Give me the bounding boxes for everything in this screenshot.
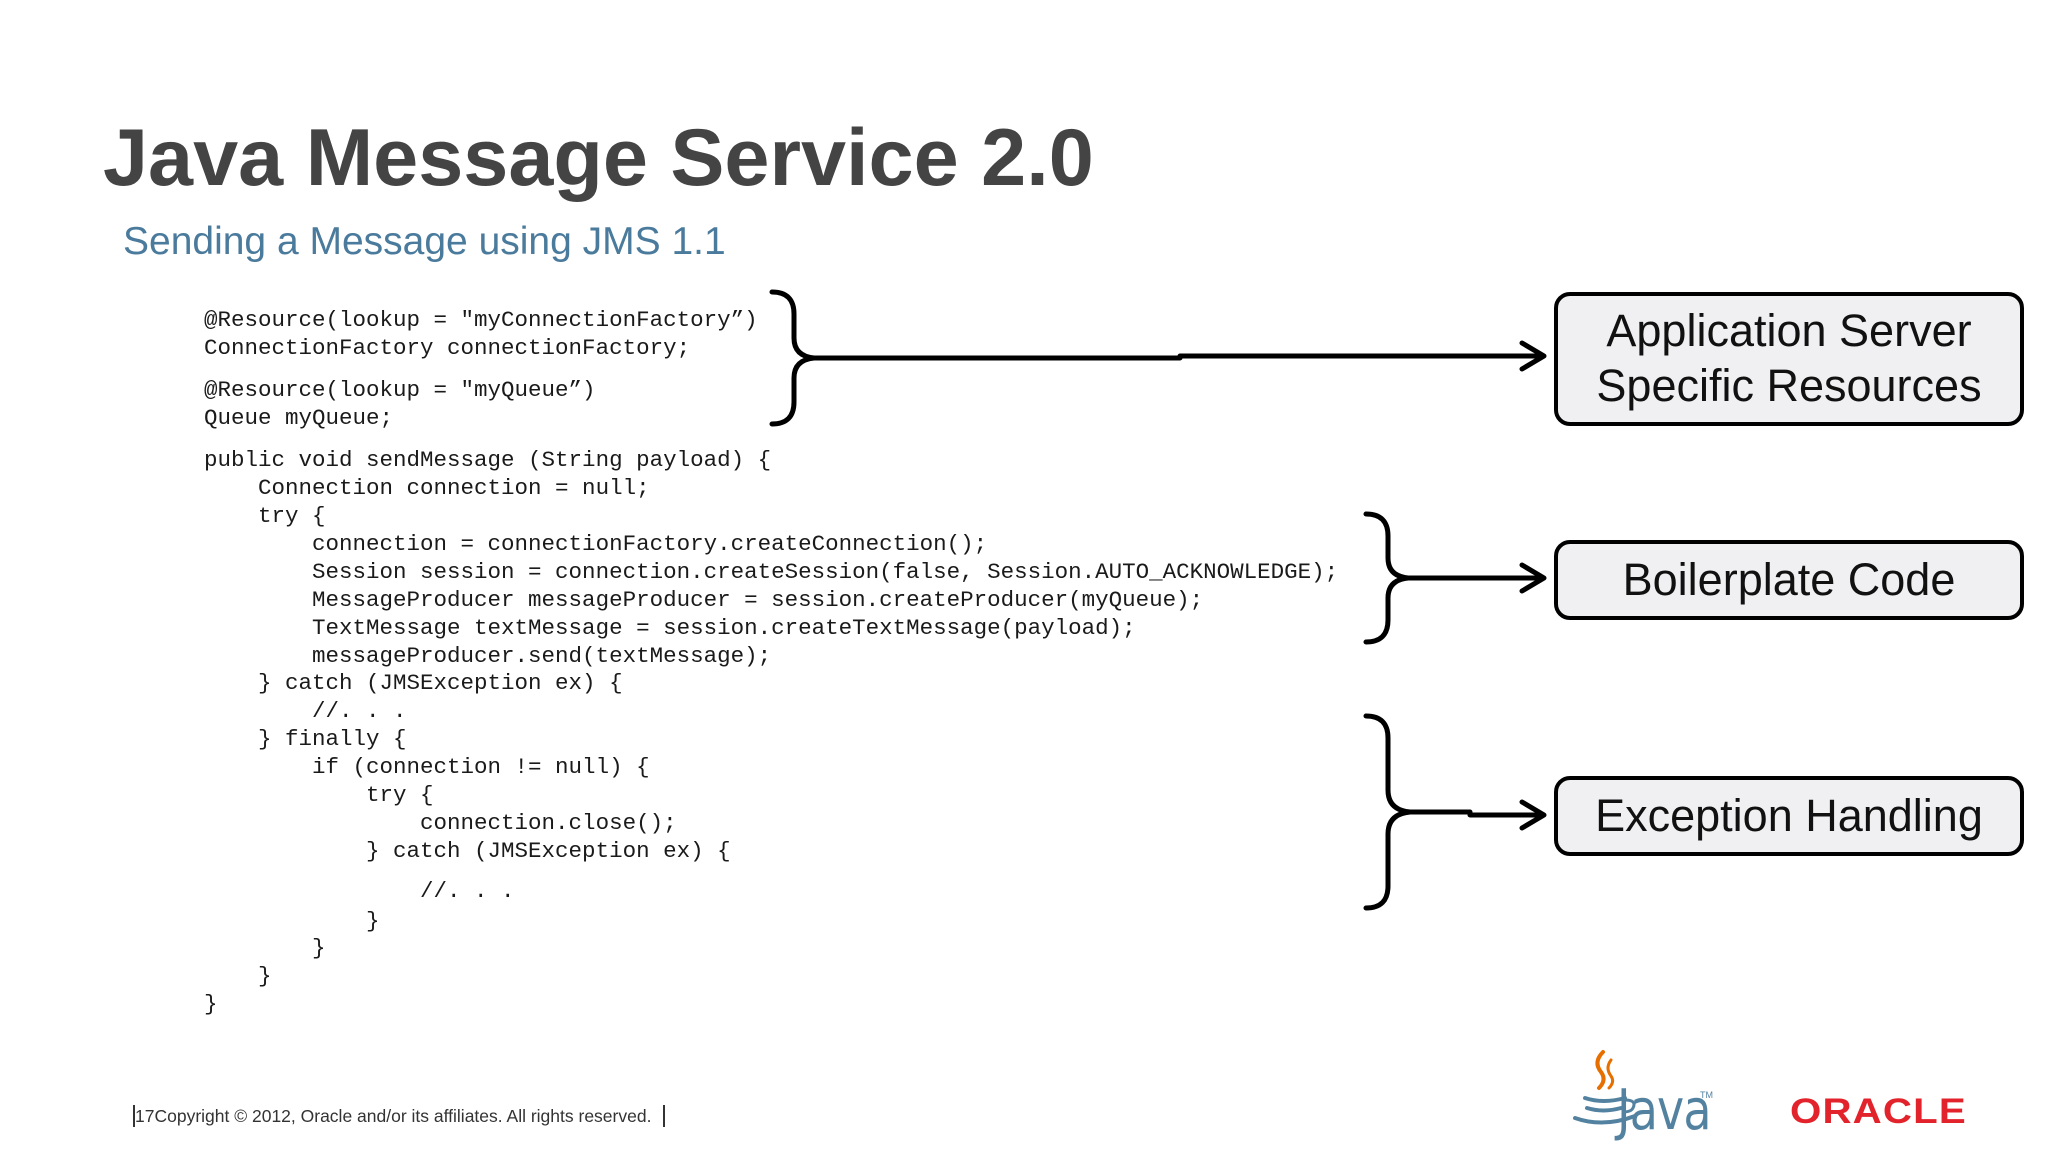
code-line: } finally { (204, 726, 407, 752)
code-line: try { (204, 503, 326, 529)
code-line: //. . . (204, 698, 407, 724)
callout-exception-handling: Exception Handling (1554, 776, 2024, 856)
curly-brace (1363, 713, 1413, 911)
code-line: Session session = connection.createSessi… (204, 559, 1339, 585)
arrow-head (1519, 799, 1547, 831)
footer-divider (133, 1105, 135, 1127)
code-line: messageProducer.send(textMessage); (204, 643, 772, 669)
code-line: try { (204, 782, 434, 808)
callout-boilerplate: Boilerplate Code (1554, 540, 2024, 620)
java-cup-icon (1573, 1050, 1637, 1125)
code-line: ConnectionFactory connectionFactory; (204, 335, 691, 361)
page-number: 17 (135, 1105, 155, 1126)
code-line: if (connection != null) { (204, 754, 650, 780)
copyright-text: Copyright © 2012, Oracle and/or its affi… (154, 1105, 652, 1126)
code-line: } (204, 908, 380, 934)
code-line: connection.close(); (204, 810, 677, 836)
code-line: } (204, 935, 326, 961)
curly-brace (1363, 511, 1411, 645)
code-line: } (204, 963, 272, 989)
code-line: TextMessage textMessage = session.create… (204, 615, 1136, 641)
footer: 17 Copyright © 2012, Oracle and/or its a… (133, 1105, 666, 1127)
arrow-head (1519, 340, 1547, 372)
slide-title: Java Message Service 2.0 (103, 113, 1094, 203)
footer-divider (663, 1105, 666, 1127)
code-line: public void sendMessage (String payload)… (204, 447, 772, 473)
code-line: } catch (JMSException ex) { (204, 670, 623, 696)
code-line: MessageProducer messageProducer = sessio… (204, 587, 1204, 613)
curly-brace (769, 289, 817, 427)
code-line: //. . . (204, 878, 515, 904)
callout-resources: Application Server Specific Resources (1554, 292, 2024, 426)
slide-subtitle: Sending a Message using JMS 1.1 (123, 220, 726, 263)
code-line: Queue myQueue; (204, 405, 394, 431)
arrow-line (811, 353, 1543, 361)
arrow-line (1407, 809, 1543, 818)
code-line: connection = connectionFactory.createCon… (204, 531, 988, 557)
oracle-logo-wordmark: ORACLE (1790, 1092, 1967, 1131)
java-logo-wordmark: Java (1617, 1078, 1712, 1143)
code-line: Connection connection = null; (204, 475, 650, 501)
code-line: } (204, 991, 218, 1017)
arrow-head (1519, 562, 1547, 594)
code-line: @Resource(lookup = "myQueue”) (204, 377, 596, 403)
code-line: } catch (JMSException ex) { (204, 838, 731, 864)
code-line: @Resource(lookup = "myConnectionFactory”… (204, 307, 758, 333)
java-trademark: TM (1700, 1090, 1713, 1100)
